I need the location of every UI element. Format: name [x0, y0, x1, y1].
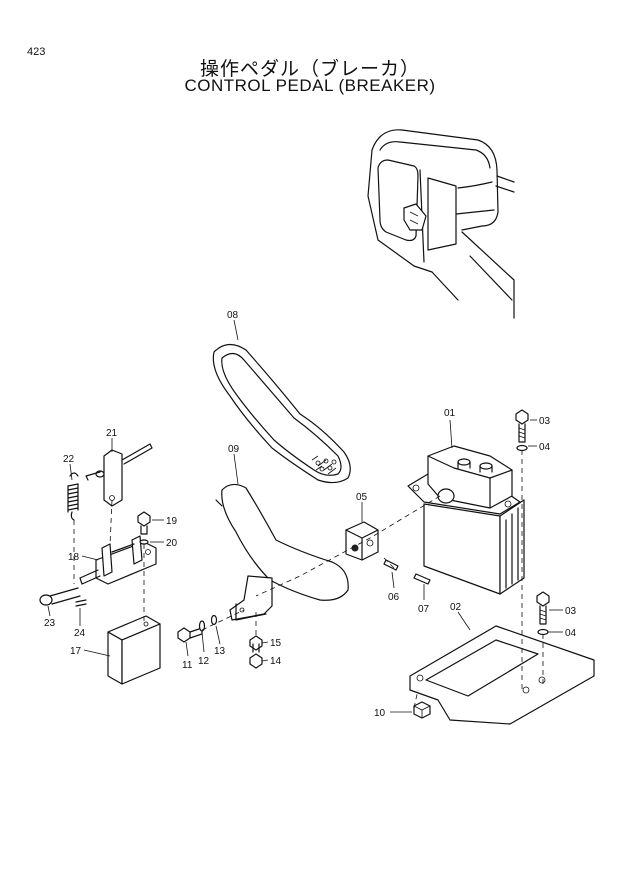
- spring-22: [67, 472, 79, 521]
- label-01: 01: [444, 408, 456, 419]
- cotter-24: [75, 599, 87, 607]
- bolt-19: [137, 511, 151, 535]
- label-04-upper: 04: [539, 442, 551, 453]
- washer-12: [198, 620, 206, 632]
- pedal-09: [215, 483, 349, 621]
- leader-lines: [47, 319, 563, 713]
- label-06: 06: [388, 592, 400, 603]
- bolt-03-lower: [536, 591, 550, 625]
- bracket-18: [79, 535, 157, 585]
- label-12: 12: [198, 656, 210, 667]
- bolt-14: [249, 643, 263, 669]
- label-15: 15: [270, 638, 282, 649]
- cab-location-inset: [367, 129, 515, 319]
- lever-21: [85, 443, 153, 507]
- block-17: [107, 615, 161, 685]
- nut-15: [249, 635, 263, 651]
- label-21: 21: [106, 428, 118, 439]
- label-05: 05: [356, 492, 368, 503]
- label-11: 11: [182, 660, 193, 671]
- plate-02: [409, 625, 595, 725]
- bolt-11: [177, 627, 203, 643]
- block-05: [345, 521, 379, 561]
- title-japanese: 操作ペダル（ブレーカ）: [199, 58, 420, 80]
- pedal-pad-08: [212, 343, 351, 484]
- pin-07: [413, 573, 431, 585]
- pilot-valve-01: [407, 445, 525, 595]
- label-18: 18: [68, 552, 80, 563]
- label-07: 07: [418, 604, 430, 615]
- label-22: 22: [63, 454, 75, 465]
- label-04-lower: 04: [565, 628, 577, 639]
- page-number: 423: [27, 46, 46, 58]
- label-20: 20: [166, 538, 178, 549]
- label-14: 14: [270, 656, 282, 667]
- assembly-lines: [73, 450, 544, 709]
- washer-04-lower: [537, 628, 549, 636]
- ring-13: [210, 614, 218, 626]
- label-09: 09: [228, 444, 240, 455]
- label-17: 17: [70, 646, 82, 657]
- title-english: CONTROL PEDAL (BREAKER): [184, 76, 436, 95]
- label-13: 13: [214, 646, 226, 657]
- label-24: 24: [74, 628, 86, 639]
- label-02: 02: [450, 602, 462, 613]
- label-10: 10: [374, 708, 386, 719]
- label-08: 08: [227, 310, 239, 321]
- label-23: 23: [44, 618, 56, 629]
- label-19: 19: [166, 516, 178, 527]
- washer-04-upper: [516, 444, 528, 452]
- bolt-03-upper: [515, 409, 529, 443]
- label-03-upper: 03: [539, 416, 551, 427]
- label-03-lower: 03: [565, 606, 577, 617]
- washer-20: [139, 539, 149, 545]
- nut-10: [413, 701, 431, 719]
- pin-23: [39, 587, 81, 606]
